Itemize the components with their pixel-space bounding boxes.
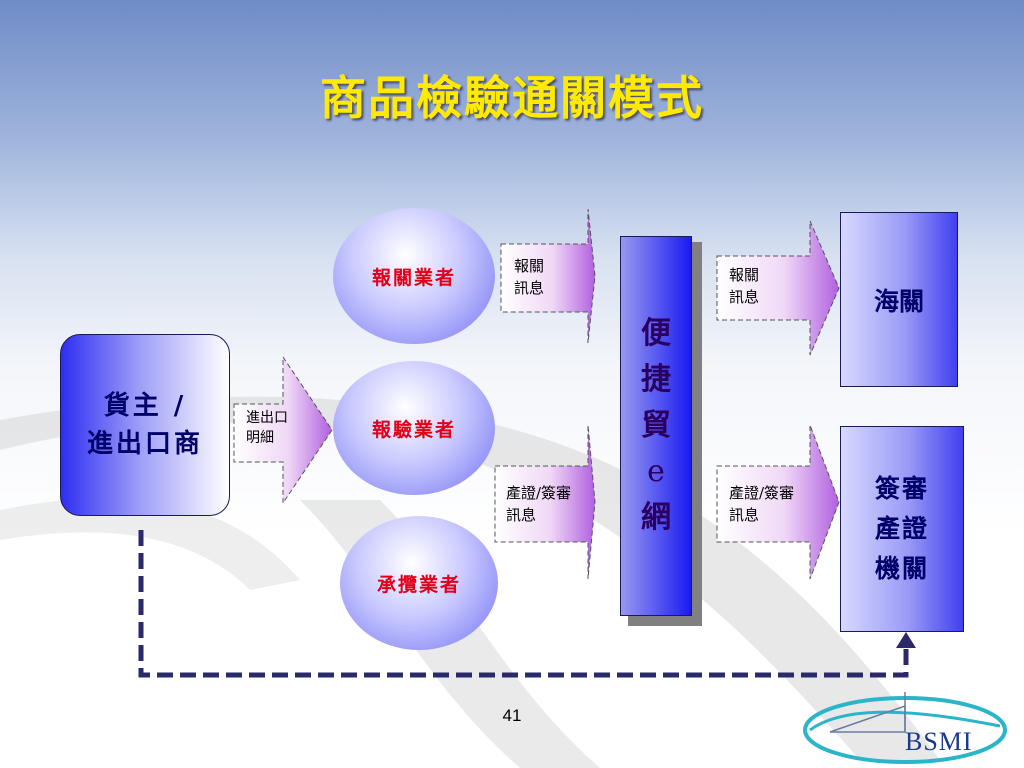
customs-box: 海關: [840, 212, 958, 387]
customs-msg-out-line2: 訊息: [729, 288, 760, 306]
customs-message-arrow-in: [500, 208, 596, 344]
customs-msg-in-line1: 報關: [514, 257, 545, 275]
inspect-agency-line3: 機關: [874, 554, 929, 583]
inspection-broker-node: 報驗業者: [333, 361, 495, 495]
customs-message-in-label: 報關 訊息: [514, 255, 544, 299]
eplatform-char-2: 捷: [641, 362, 671, 397]
inspection-agency-box: 簽審 產證 機關: [840, 426, 964, 632]
inspect-agency-line1: 簽審: [874, 474, 929, 503]
cert-message-arrow-in: [494, 424, 596, 580]
detail-label-line1: 進出口: [246, 410, 288, 426]
detail-arrow-label: 進出口 明細: [246, 408, 288, 448]
cert-message-in-label: 產證/簽審 訊息: [506, 482, 571, 526]
detail-arrow: [233, 356, 333, 504]
owner-label-line2: 進出口商: [86, 429, 203, 459]
contractor-node: 承攬業者: [340, 516, 498, 650]
cert-message-arrow-out: [716, 424, 840, 580]
cert-msg-in-line2: 訊息: [506, 506, 537, 524]
bsmi-logo-icon: [803, 692, 1007, 764]
bsmi-logo-text: BSMI: [905, 727, 973, 756]
owner-label-line1: 貨主 /: [103, 391, 187, 421]
page-number: 41: [502, 706, 522, 725]
cert-msg-out-line1: 產證/簽審: [729, 484, 795, 502]
slide-title: 商品檢驗通關模式: [320, 71, 704, 125]
eplatform-box: 便 捷 貿 e 網: [620, 236, 692, 616]
eplatform-char-1: 便: [641, 316, 671, 351]
customs-message-arrow-out: [716, 220, 840, 356]
eplatform-char-3: 貿: [641, 408, 671, 443]
detail-label-line2: 明細: [246, 430, 274, 446]
customs-msg-in-line2: 訊息: [514, 279, 545, 297]
customs-broker-node: 報關業者: [333, 208, 495, 344]
eplatform-char-5: 網: [641, 500, 671, 535]
cert-message-out-label: 產證/簽審 訊息: [729, 482, 794, 526]
customs-msg-out-line1: 報關: [729, 266, 760, 284]
owner-importer-exporter-box: 貨主 / 進出口商: [60, 334, 230, 516]
customs-message-out-label: 報關 訊息: [729, 264, 759, 308]
cert-msg-in-line1: 產證/簽審: [506, 484, 572, 502]
eplatform-char-4: e: [647, 454, 665, 489]
cert-msg-out-line2: 訊息: [729, 506, 760, 524]
inspect-agency-line2: 產證: [874, 514, 929, 543]
